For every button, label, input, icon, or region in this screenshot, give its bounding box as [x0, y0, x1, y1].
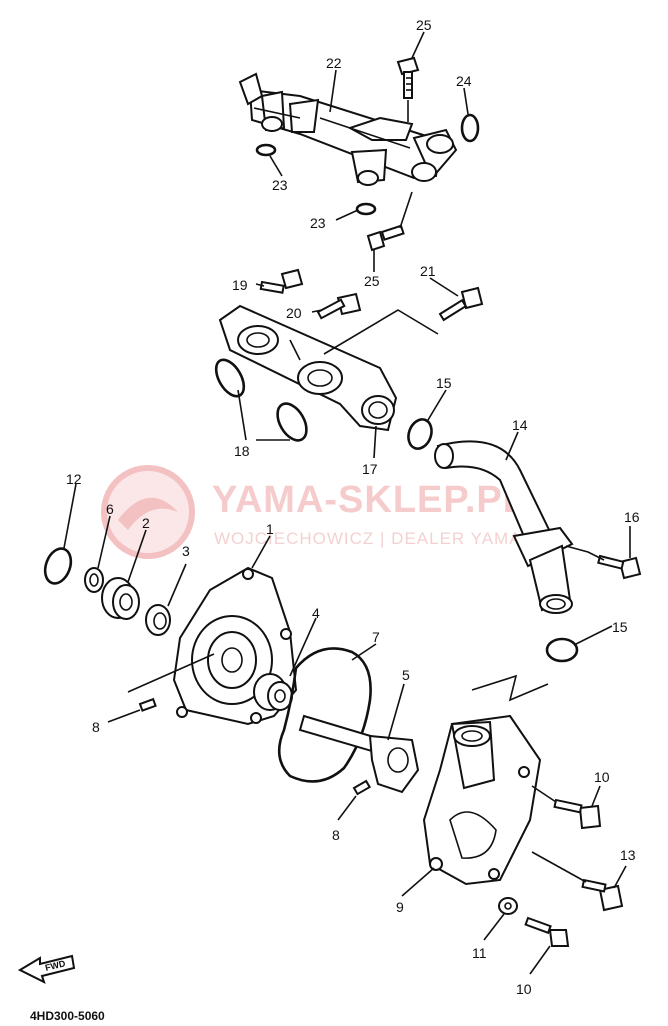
- callout-2: 2: [142, 515, 150, 531]
- leader-pin-8-upper: [127, 653, 215, 693]
- watermark-title: YAMA-SKLEP.PL: [212, 479, 527, 521]
- part-13-bolt: [581, 878, 624, 912]
- callout-7: 7: [372, 629, 380, 645]
- leader-bolt-13: [531, 851, 587, 883]
- leader-bolt-21: [323, 309, 439, 355]
- callout-13: 13: [620, 847, 636, 863]
- part-6-circlip: [84, 567, 104, 593]
- leader-bolt-10-upper: [531, 785, 557, 803]
- part-23-o-ring-upper: [255, 143, 277, 157]
- callout-25-top: 25: [416, 17, 432, 33]
- callout-24: 24: [456, 73, 472, 89]
- part-7-gasket: [277, 647, 372, 783]
- part-5-shaft: [298, 714, 420, 794]
- part-24-o-ring: [460, 113, 480, 143]
- part-1-pump-cover: [172, 566, 298, 726]
- part-18-o-ring-left: [214, 358, 246, 398]
- callout-17: 17: [362, 461, 378, 477]
- part-14-pipe: [434, 440, 574, 614]
- fwd-arrow-icon: FWD: [17, 954, 76, 984]
- leader-o-ring-15-lower: [471, 674, 549, 702]
- part-10-bolt-upper: [553, 798, 602, 830]
- part-4-impeller: [253, 673, 293, 711]
- part-19-bolt: [259, 268, 304, 294]
- callout-21: 21: [420, 263, 436, 279]
- callout-8-upper: 8: [92, 719, 100, 735]
- fwd-label: FWD: [44, 958, 67, 973]
- part-17-housing: [218, 304, 398, 432]
- part-25-bolt-top: [396, 56, 420, 122]
- part-10-bolt-lower: [524, 916, 570, 947]
- part-22-water-pipe: [238, 72, 458, 186]
- callout-9: 9: [396, 899, 404, 915]
- watermark-subtitle: WOJCIECHOWICZ | DEALER YAMAHA: [214, 529, 547, 548]
- part-15-o-ring-upper: [407, 418, 433, 450]
- callout-numbers: 25 22 24 23 23 25 19 21 20 15 14 18 17 1…: [66, 17, 640, 997]
- watermark-logo-mark: [118, 497, 178, 530]
- part-8-pin-lower: [352, 779, 371, 796]
- callout-20: 20: [286, 305, 302, 321]
- part-18-o-ring-right: [276, 402, 308, 442]
- part-23-o-ring-lower: [355, 202, 377, 216]
- callout-25-lower: 25: [364, 273, 380, 289]
- callout-leaders: [63, 31, 631, 975]
- callout-3: 3: [182, 543, 190, 559]
- callout-18: 18: [234, 443, 250, 459]
- callout-23-lower: 23: [310, 215, 326, 231]
- part-8-pin-upper: [138, 697, 157, 712]
- part-25-bolt-lower: [366, 191, 413, 252]
- callout-16: 16: [624, 509, 640, 525]
- part-12-o-ring: [43, 547, 73, 585]
- callout-23-upper: 23: [272, 177, 288, 193]
- callout-15-lower: 15: [612, 619, 628, 635]
- callout-8-lower: 8: [332, 827, 340, 843]
- part-3-seal: [145, 604, 171, 636]
- watermark-logo-icon: [101, 465, 195, 559]
- callout-15-upper: 15: [436, 375, 452, 391]
- watermark: YAMA-SKLEP.PL WOJCIECHOWICZ | DEALER YAM…: [101, 465, 547, 559]
- part-2-bearing: [101, 577, 140, 620]
- callout-6: 6: [106, 501, 114, 517]
- part-15-o-ring-lower: [545, 637, 579, 663]
- part-21-bolt: [438, 286, 484, 322]
- part-16-bolt: [597, 554, 642, 580]
- callout-4: 4: [312, 605, 320, 621]
- drawing-code: 4HD300-5060: [30, 1009, 105, 1023]
- callout-12: 12: [66, 471, 82, 487]
- leader-bolt-16: [565, 545, 605, 561]
- callout-11: 11: [472, 945, 487, 961]
- callout-1: 1: [266, 521, 274, 537]
- callout-14: 14: [512, 417, 528, 433]
- callout-19: 19: [232, 277, 248, 293]
- part-9-pump-body: [422, 714, 542, 886]
- callout-10-lower: 10: [516, 981, 532, 997]
- callout-10-upper: 10: [594, 769, 610, 785]
- callout-22: 22: [326, 55, 342, 71]
- callout-5: 5: [402, 667, 410, 683]
- part-20-bolt: [316, 292, 362, 320]
- part-11-washer: [498, 897, 518, 915]
